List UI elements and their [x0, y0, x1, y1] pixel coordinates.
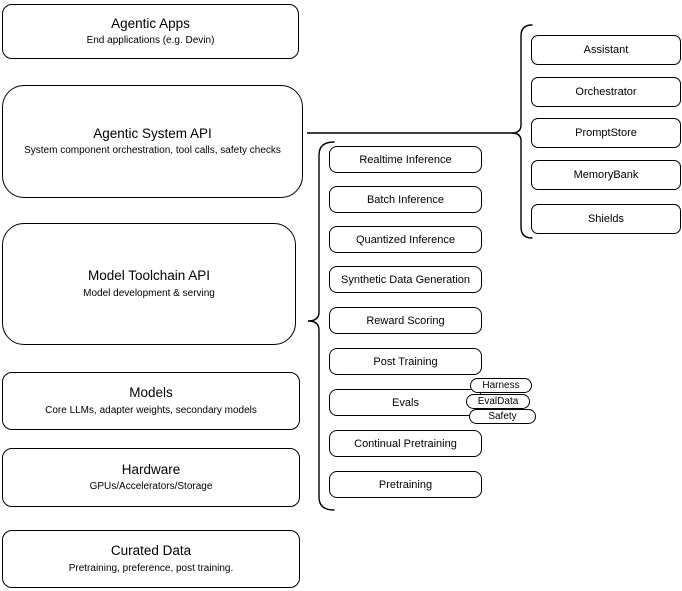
node-evals: Evals — [329, 389, 482, 416]
node-realtime-inference: Realtime Inference — [329, 146, 482, 173]
node-shields: Shields — [531, 204, 681, 234]
node-subtitle: Model development & serving — [83, 287, 215, 299]
node-orchestrator: Orchestrator — [531, 77, 681, 107]
node-agentic-apps: Agentic Apps End applications (e.g. Devi… — [2, 4, 299, 59]
node-subtitle: Core LLMs, adapter weights, secondary mo… — [45, 404, 257, 416]
node-reward-scoring: Reward Scoring — [329, 307, 482, 334]
node-synthetic-data-generation: Synthetic Data Generation — [329, 266, 482, 293]
node-hardware: Hardware GPUs/Accelerators/Storage — [2, 448, 300, 507]
node-title: Models — [129, 385, 173, 401]
node-title: Curated Data — [110, 543, 192, 559]
node-continual-pretraining: Continual Pretraining — [329, 430, 482, 457]
node-title: Model Toolchain API — [87, 268, 211, 284]
node-models: Models Core LLMs, adapter weights, secon… — [2, 372, 300, 430]
tag-evaldata: EvalData — [466, 394, 530, 409]
node-post-training: Post Training — [329, 348, 482, 375]
node-title: Agentic Apps — [111, 15, 190, 31]
node-pretraining: Pretraining — [329, 471, 482, 498]
node-title: Agentic System API — [93, 125, 212, 141]
tag-safety: Safety — [469, 409, 536, 424]
node-model-toolchain-api: Model Toolchain API Model development & … — [2, 223, 296, 345]
node-promptstore: PromptStore — [531, 118, 681, 148]
node-subtitle: GPUs/Accelerators/Storage — [89, 481, 213, 493]
node-subtitle: End applications (e.g. Devin) — [86, 35, 215, 47]
node-memorybank: MemoryBank — [531, 160, 681, 190]
tag-harness: Harness — [470, 378, 532, 393]
node-quantized-inference: Quantized Inference — [329, 226, 482, 253]
node-title: Hardware — [121, 461, 181, 477]
node-assistant: Assistant — [531, 35, 681, 65]
node-curated-data: Curated Data Pretraining, preference, po… — [2, 530, 300, 588]
node-subtitle: Pretraining, preference, post training. — [68, 562, 234, 574]
node-subtitle: System component orchestration, tool cal… — [24, 145, 281, 157]
node-batch-inference: Batch Inference — [329, 186, 482, 213]
node-agentic-system-api: Agentic System API System component orch… — [2, 85, 303, 198]
system-components-brace — [511, 24, 533, 239]
